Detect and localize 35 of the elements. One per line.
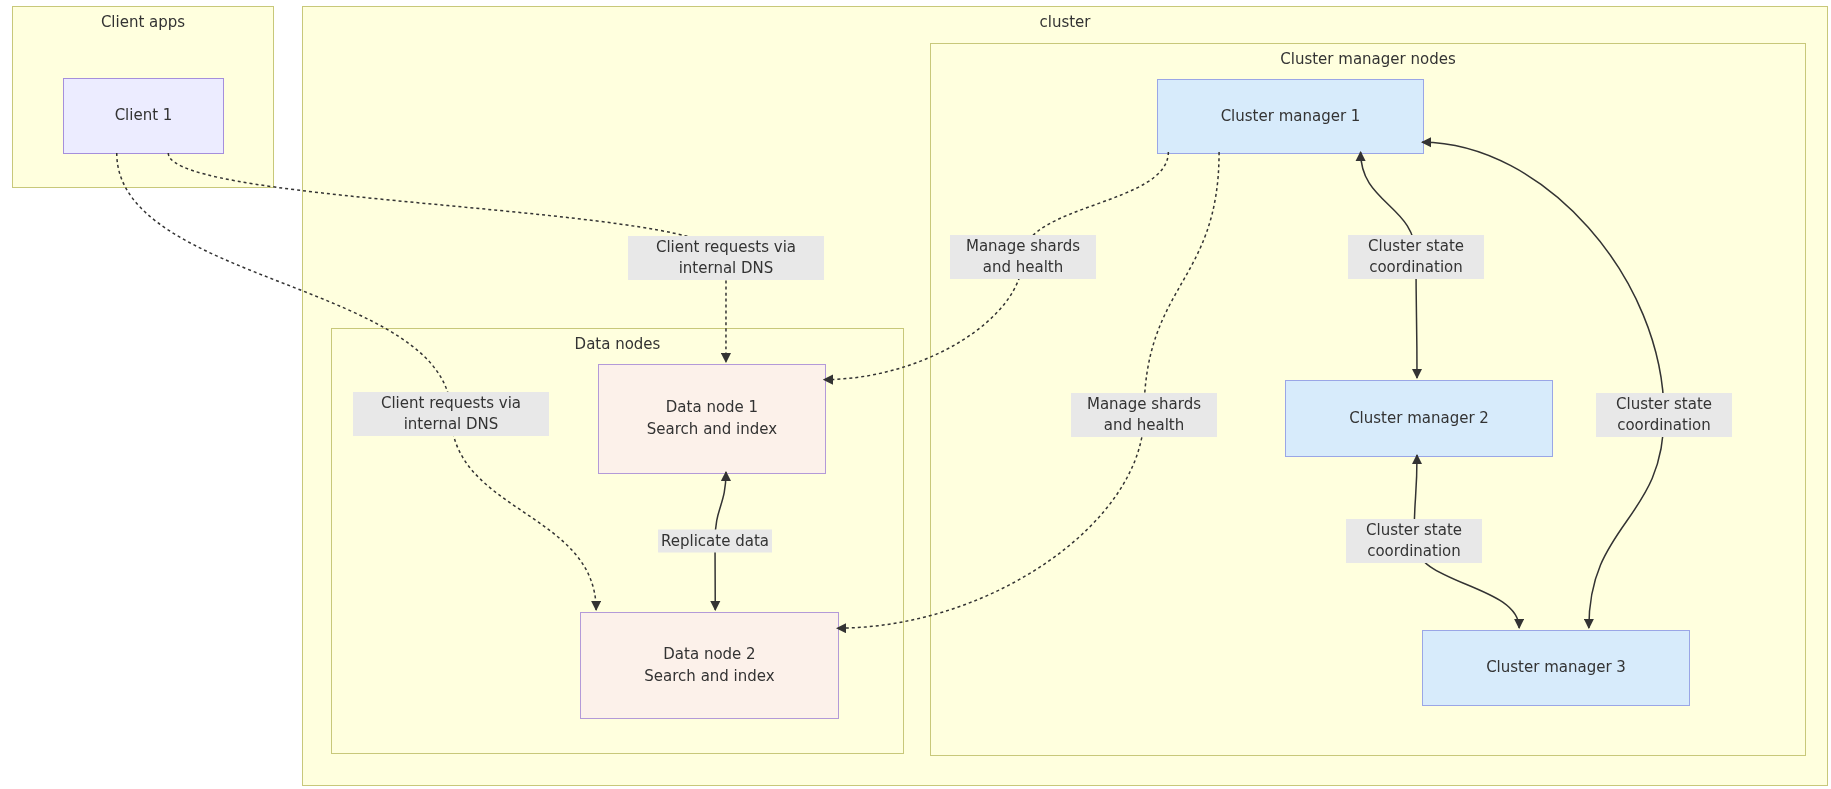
edge-label: Client requests via internal DNS <box>353 392 549 436</box>
data-node-box <box>580 612 839 719</box>
node-subtitle: Search and index <box>644 665 775 687</box>
group-container <box>302 6 1828 786</box>
group-container <box>331 328 904 754</box>
edge-label: Cluster state coordination <box>1596 393 1732 437</box>
node-title: Data node 2 <box>662 643 757 665</box>
node-title: Cluster manager 3 <box>1486 657 1626 679</box>
data-node-box <box>598 364 826 474</box>
connector-arrow <box>116 152 601 612</box>
group-title: Cluster manager nodes <box>1280 49 1456 70</box>
edge-label: Manage shards and health <box>950 235 1096 279</box>
node-title: Cluster manager 1 <box>1220 105 1361 127</box>
node-title: Data node 1 <box>664 397 760 419</box>
node-subtitle: Search and index <box>646 419 778 440</box>
edge-label: Replicate data <box>658 529 772 553</box>
edge-label: Manage shards and health <box>1071 393 1217 437</box>
group-title: cluster <box>1039 12 1091 33</box>
connector-arrow <box>822 151 1170 385</box>
edge-label: Client requests via internal DNS <box>628 236 824 280</box>
client-box <box>63 78 224 154</box>
connector-arrow <box>1420 137 1665 630</box>
group-title: Client apps <box>100 12 186 33</box>
group-container <box>930 43 1806 756</box>
manager-box <box>1422 630 1690 706</box>
edge-label: Cluster state coordination <box>1348 235 1484 279</box>
connector-arrow <box>835 151 1220 633</box>
connector-arrow <box>167 152 732 364</box>
node-title: Client 1 <box>114 105 173 127</box>
group-container <box>12 6 274 188</box>
node-title: Cluster manager 2 <box>1349 407 1489 429</box>
manager-box <box>1285 380 1553 457</box>
edge-label: Cluster state coordination <box>1346 519 1482 563</box>
group-title: Data nodes <box>574 334 661 355</box>
manager-box <box>1157 79 1424 154</box>
